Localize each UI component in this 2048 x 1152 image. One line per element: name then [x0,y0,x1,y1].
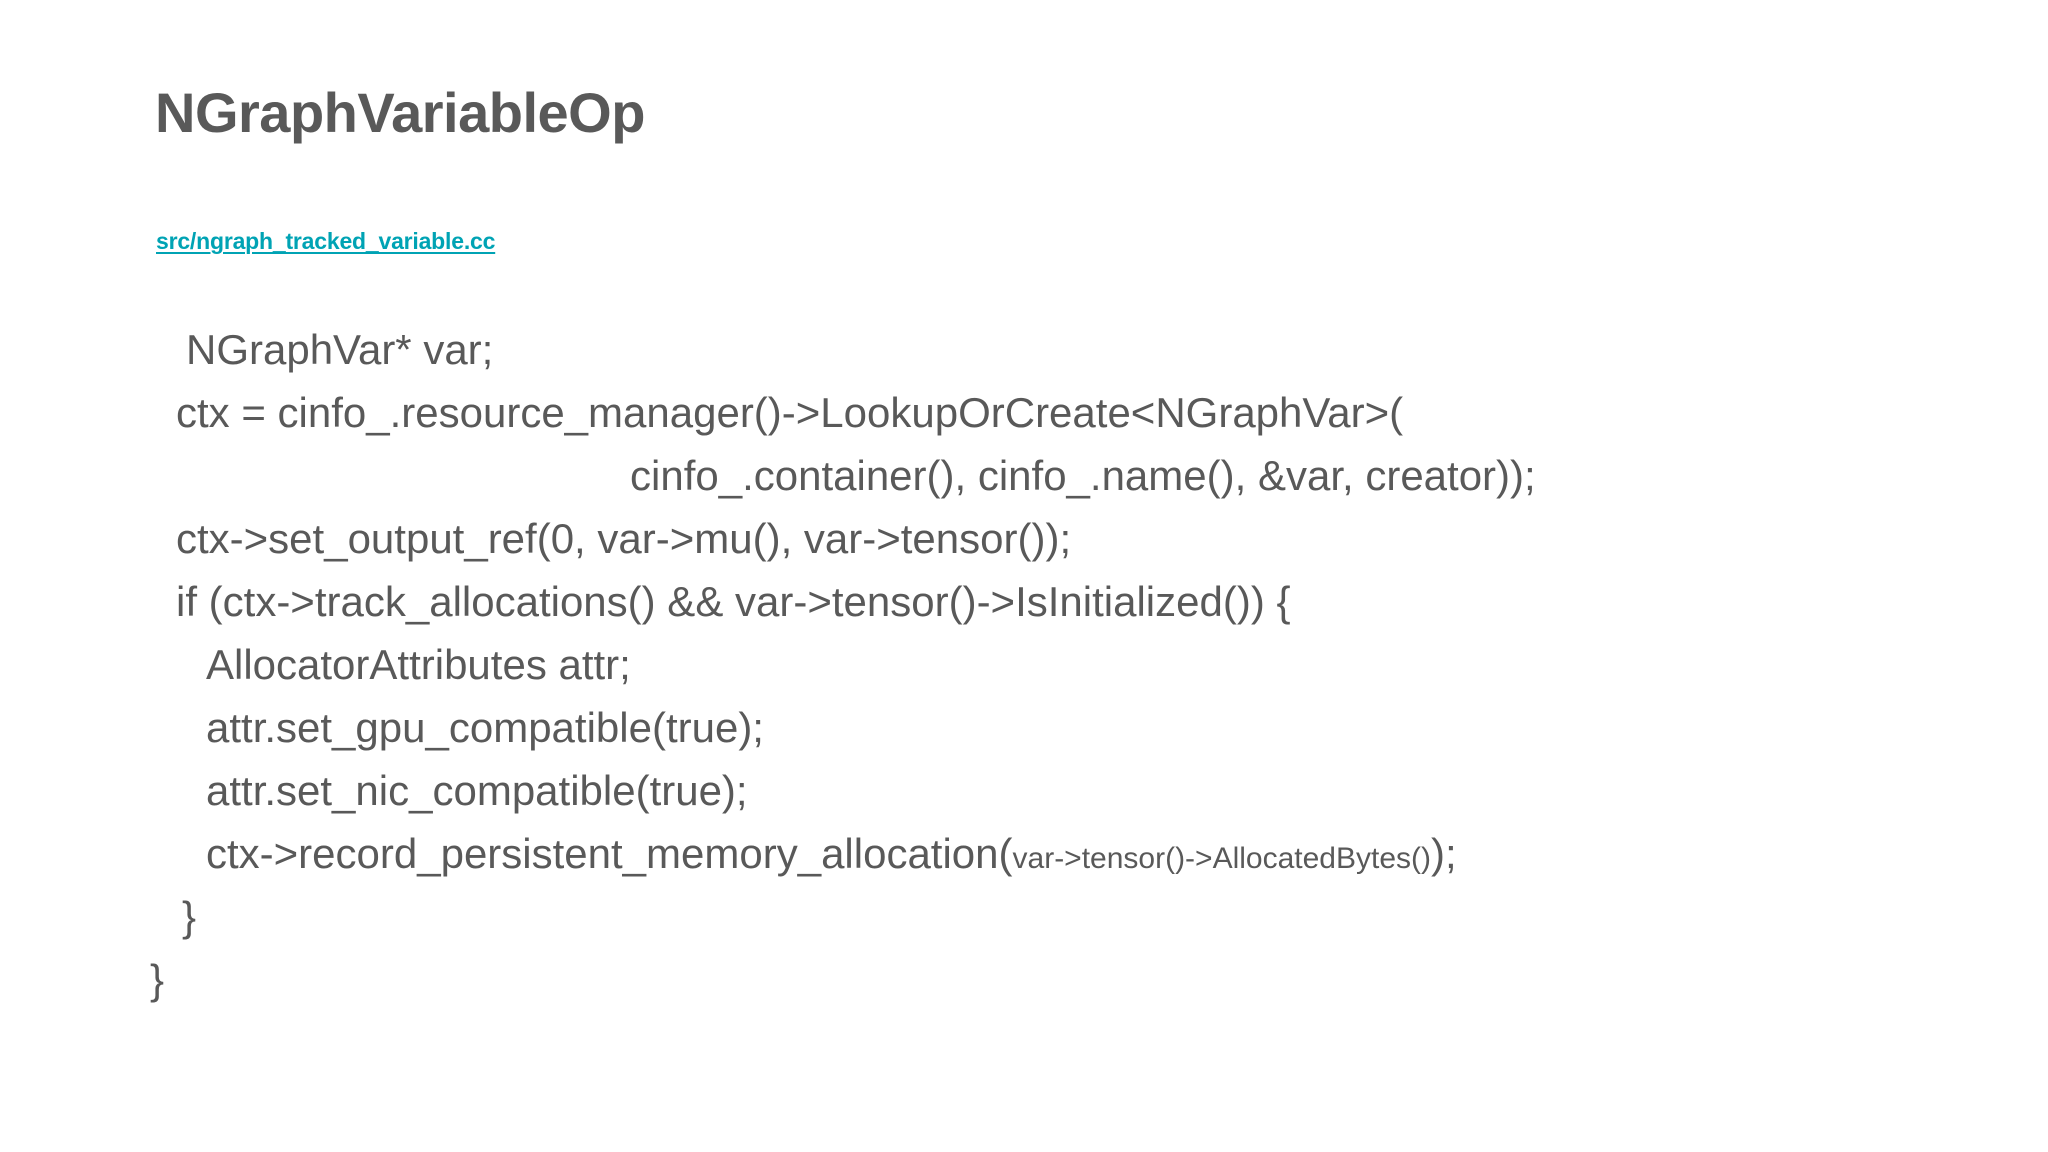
code-block: NGraphVar* var; ctx = cinfo_.resource_man… [0,318,2048,1011]
code-text: AllocatorAttributes attr; [206,641,631,688]
code-line: attr.set_gpu_compatible(true); [0,696,2048,759]
page-title: NGraphVariableOp [155,81,645,144]
code-inline-argument: var->tensor()->AllocatedBytes() [1012,842,1431,875]
code-line: } [0,948,2048,1011]
code-text: } [150,956,165,1003]
source-file-link[interactable]: src/ngraph_tracked_variable.cc [156,228,496,254]
code-line: ctx->set_output_ref(0, var->mu(), var->t… [0,507,2048,570]
code-text: ctx = cinfo_.resource_manager()->LookupO… [176,389,1404,436]
code-text: ctx->record_persistent_memory_allocation… [206,830,1013,877]
code-text: NGraphVar* var; [186,326,494,373]
code-line: AllocatorAttributes attr; [0,633,2048,696]
code-line: if (ctx->track_allocations() && var->ten… [0,570,2048,633]
code-text: if (ctx->track_allocations() && var->ten… [176,578,1291,625]
code-text: } [182,893,197,940]
code-line: ctx = cinfo_.resource_manager()->LookupO… [0,381,2048,444]
code-line: } [0,885,2048,948]
code-text: cinfo_.container(), cinfo_.name(), &var,… [630,452,1536,499]
code-text: attr.set_gpu_compatible(true); [206,704,764,751]
code-line: NGraphVar* var; [0,318,2048,381]
code-text: attr.set_nic_compatible(true); [206,767,748,814]
code-line: ctx->record_persistent_memory_allocation… [0,822,2048,885]
code-text-tail: ); [1431,830,1457,877]
code-line: attr.set_nic_compatible(true); [0,759,2048,822]
code-text: ctx->set_output_ref(0, var->mu(), var->t… [176,515,1072,562]
code-line: cinfo_.container(), cinfo_.name(), &var,… [0,444,2048,507]
